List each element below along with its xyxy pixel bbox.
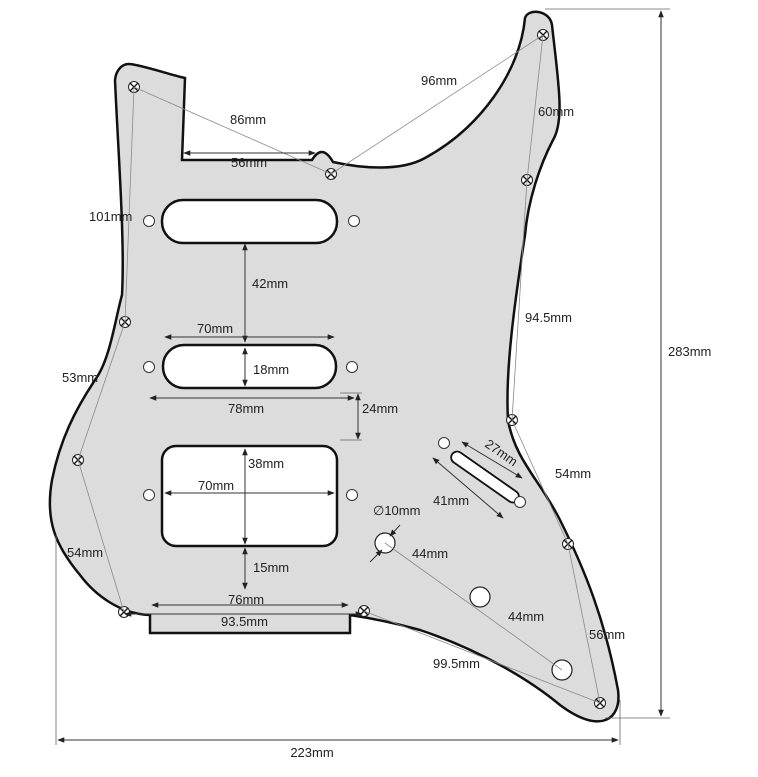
mount-hole xyxy=(143,489,155,501)
label-54mm-right: 54mm xyxy=(555,466,591,481)
label-94-5mm: 94.5mm xyxy=(525,310,572,325)
label-223mm: 223mm xyxy=(290,745,333,760)
label-10mm: ∅10mm xyxy=(373,503,420,518)
label-101mm: 101mm xyxy=(89,209,132,224)
mount-hole xyxy=(346,361,358,373)
label-18mm: 18mm xyxy=(253,362,289,377)
mount-hole xyxy=(348,215,360,227)
label-86mm: 86mm xyxy=(230,112,266,127)
label-41mm: 41mm xyxy=(433,493,469,508)
dimension-lines xyxy=(57,10,664,743)
label-283mm: 283mm xyxy=(668,344,711,359)
label-56mm-neck: 56mm xyxy=(231,155,267,170)
guide-lines xyxy=(77,34,601,704)
extension-lines xyxy=(55,8,670,745)
label-99-5mm: 99.5mm xyxy=(433,656,480,671)
label-70mm-middle: 70mm xyxy=(197,321,233,336)
label-54mm-left: 54mm xyxy=(67,545,103,560)
mount-hole xyxy=(346,489,358,501)
label-76mm: 76mm xyxy=(228,592,264,607)
control-hole xyxy=(469,586,491,608)
label-15mm: 15mm xyxy=(253,560,289,575)
label-53mm: 53mm xyxy=(62,370,98,385)
mount-hole xyxy=(143,215,155,227)
neck-pickup-cutout xyxy=(160,198,339,245)
label-70mm-bridge: 70mm xyxy=(198,478,234,493)
middle-pickup-cutout xyxy=(161,343,338,390)
label-78mm: 78mm xyxy=(228,401,264,416)
bridge-pickup-cutout xyxy=(160,444,339,548)
dim-10 xyxy=(369,549,383,563)
label-38mm: 38mm xyxy=(248,456,284,471)
mount-hole xyxy=(514,496,526,508)
label-93-5mm: 93.5mm xyxy=(221,614,268,629)
mount-hole xyxy=(143,361,155,373)
label-60mm: 60mm xyxy=(538,104,574,119)
label-44mm-a: 44mm xyxy=(412,546,448,561)
mount-hole xyxy=(438,437,450,449)
dim-10-b xyxy=(389,524,401,537)
label-42mm: 42mm xyxy=(252,276,288,291)
label-56mm-bottom: 56mm xyxy=(589,627,625,642)
label-96mm: 96mm xyxy=(421,73,457,88)
dim-41 xyxy=(432,457,504,519)
label-24mm: 24mm xyxy=(362,401,398,416)
label-44mm-b: 44mm xyxy=(508,609,544,624)
